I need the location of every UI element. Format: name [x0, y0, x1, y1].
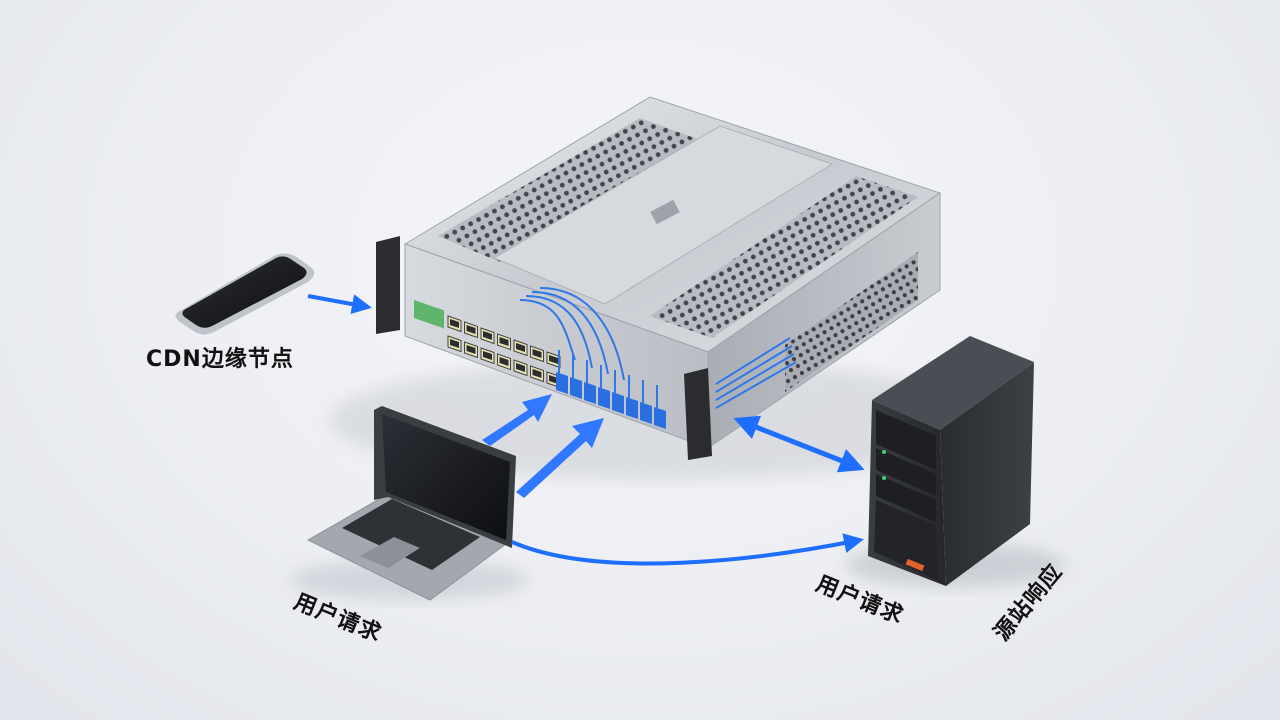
fiber-lead — [600, 365, 602, 389]
appliance-vent-right — [650, 176, 918, 338]
tower-server-icon — [868, 336, 1034, 586]
laptop-screen — [382, 414, 510, 540]
ethernet-port-socket — [499, 357, 509, 366]
fiber-module — [654, 407, 666, 429]
fiber-lead — [656, 385, 658, 409]
ethernet-port-socket — [516, 343, 525, 352]
fiber-lead — [628, 375, 630, 399]
cdn-node-label: CDN边缘节点 — [146, 347, 294, 372]
ethernet-port-socket — [466, 325, 476, 334]
fiber-module — [626, 397, 638, 419]
fiber-module — [556, 372, 568, 394]
tower-led — [882, 450, 886, 454]
appliance-vent-left — [438, 118, 700, 262]
flow-arrows — [307, 294, 865, 566]
fiber-module — [584, 382, 596, 404]
tower-power-button — [905, 558, 925, 572]
fiber-cables — [519, 287, 797, 409]
fiber-lead — [642, 380, 644, 404]
ethernet-port-socket — [483, 351, 492, 360]
ethernet-port-socket — [499, 337, 509, 346]
appliance-badge — [650, 199, 680, 225]
fiber-module — [640, 402, 652, 424]
ethernet-port-socket — [450, 339, 459, 348]
arrow-laptop-upper — [482, 394, 552, 446]
rack-ear-left — [376, 236, 400, 334]
ethernet-port-socket — [450, 319, 459, 328]
arrow-laptop-to-origin — [511, 533, 864, 566]
terminal-block — [414, 300, 444, 329]
fiber-lead — [586, 360, 588, 384]
ethernet-port-grid — [447, 315, 561, 389]
fiber-lead — [558, 350, 560, 374]
ethernet-port-socket — [532, 369, 542, 378]
fiber-module — [570, 377, 582, 399]
rack-server-icon — [376, 96, 942, 460]
arrow-phone-to-node — [307, 294, 372, 314]
fiber-module — [612, 392, 624, 414]
ethernet-port-socket — [549, 355, 558, 364]
appliance-side-vent — [785, 252, 918, 392]
ethernet-port-socket — [483, 331, 492, 340]
ethernet-port-socket — [549, 375, 558, 384]
fiber-module-row — [556, 350, 666, 429]
fiber-module — [598, 387, 610, 409]
laptop-icon — [306, 406, 516, 601]
ethernet-port-socket — [466, 345, 476, 354]
tower-top — [872, 336, 1034, 430]
smartphone-icon — [175, 253, 315, 335]
fiber-lead — [614, 370, 616, 394]
arrow-laptop-lower — [516, 418, 604, 498]
ethernet-port-socket — [516, 363, 525, 372]
fiber-lead — [572, 355, 574, 379]
rack-ear-right — [684, 368, 712, 460]
arrow-node-origin — [733, 415, 865, 473]
tower-side — [940, 362, 1034, 586]
tower-bezel — [876, 410, 936, 470]
ethernet-port-socket — [532, 349, 542, 358]
